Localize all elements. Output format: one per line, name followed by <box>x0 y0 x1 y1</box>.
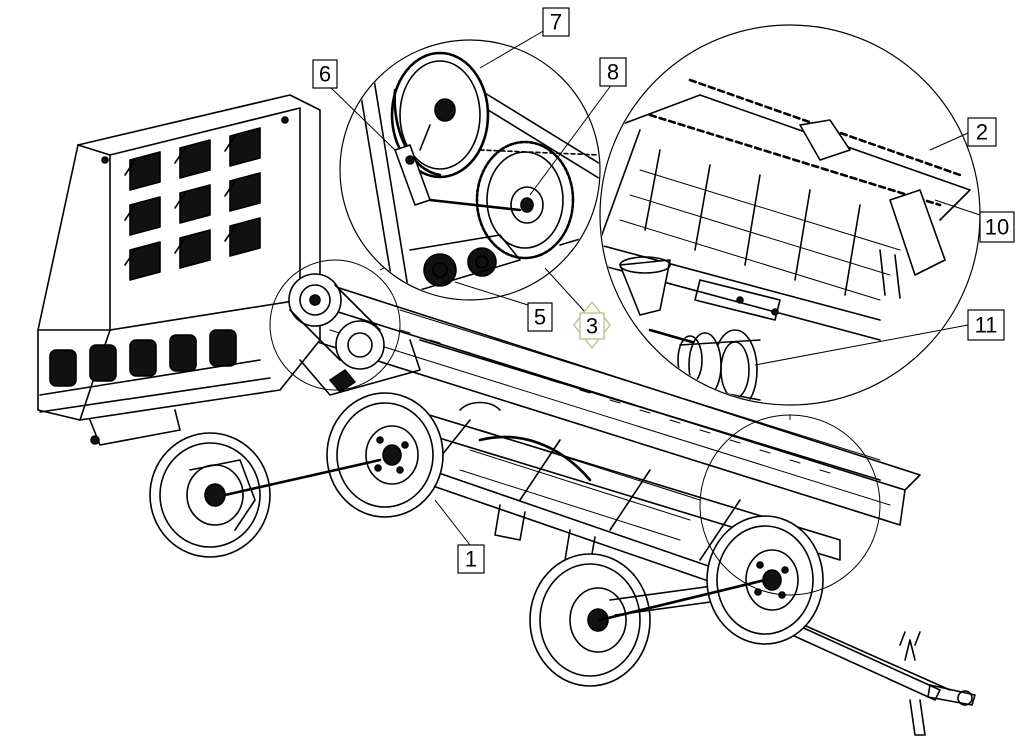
drive-unit-small <box>288 273 421 396</box>
callout-label: 2 <box>976 120 988 145</box>
callout-8: 8 <box>529 57 627 196</box>
rack-cups <box>124 127 261 281</box>
collector-rack <box>37 94 321 446</box>
callout-label: 10 <box>985 215 1009 240</box>
drive-shaft <box>428 198 522 212</box>
detail-view-axle <box>599 24 981 406</box>
callout-10: 10 <box>934 199 1015 243</box>
callout-label: 8 <box>607 60 619 85</box>
callout-1: 1 <box>434 499 485 574</box>
trailer-assembly <box>37 94 976 736</box>
front-axle <box>598 578 767 622</box>
callout-5: 5 <box>454 281 553 332</box>
callout-label: 3 <box>586 314 598 339</box>
detail-view-drive <box>339 39 601 301</box>
rack-bottom-rollers <box>39 329 271 413</box>
callout-label: 7 <box>550 10 562 35</box>
callout-label: 1 <box>465 547 477 572</box>
wheel-rear-left <box>149 432 271 558</box>
callout-11: 11 <box>754 309 1005 366</box>
callout-7: 7 <box>479 7 570 69</box>
rear-axle <box>223 458 382 497</box>
callout-6: 6 <box>312 59 396 151</box>
upper-drive-wheel <box>390 51 490 179</box>
lower-gears <box>409 234 521 291</box>
wheel-rear-right <box>326 392 444 518</box>
callout-2: 2 <box>929 117 997 151</box>
chain-sprocket <box>475 140 575 260</box>
callout-3: 3 <box>544 267 611 349</box>
callout-label: 5 <box>534 305 546 330</box>
callout-label: 6 <box>319 62 331 87</box>
callout-label: 11 <box>975 313 998 338</box>
wheel-front-left <box>529 553 726 687</box>
tension-lever <box>394 124 431 206</box>
detail-origin-circle-drive <box>269 259 401 391</box>
